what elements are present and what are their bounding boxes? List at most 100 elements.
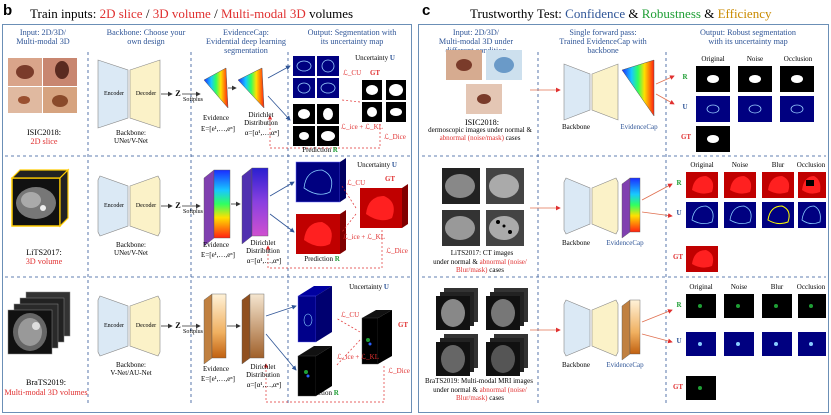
b-lcu-1: ℒ_CU [342, 69, 362, 77]
b-backbone-1: Backbone: UNet/V-Net [114, 129, 148, 145]
c-r2-u: U [676, 209, 682, 217]
b-evidence-eq-3: E=[e¹,…,eⁿ] [201, 375, 235, 383]
b-row3-gt [361, 310, 392, 365]
panel-b-title: Train inputs: 2D slice / 3D volume / Mul… [30, 6, 353, 22]
c-r2-r: R [676, 179, 682, 187]
b-header-input: Input: 2D/3D/ Multi-modal 3D [16, 28, 70, 47]
panel-c-title-prefix: Trustworthy Test: [470, 6, 566, 21]
c-r3-cond-0: Original [689, 283, 713, 291]
c-lits-images [442, 168, 524, 246]
b-encoder-1: Encoder [104, 91, 124, 97]
b-enc-dec-row3 [97, 295, 161, 357]
b-evidence-1: Evidence [202, 114, 230, 122]
b-uncertainty-1-label: Uncertainty [355, 54, 389, 62]
b-z-1: Z [175, 89, 181, 98]
c-r1-cond-0: Original [701, 55, 725, 63]
c-r2-cond-0: Original [690, 161, 714, 169]
c-row3-dataset: BraTS2019: Multi-modal MRI images [425, 377, 533, 385]
c-r3-u: U [676, 337, 682, 345]
c-backbone-row1 [563, 59, 655, 121]
c-brats-images [436, 288, 528, 376]
b-row2-dtype: 3D volume [25, 257, 63, 266]
b-header-backbone: Backbone: Choose your own design [106, 28, 186, 47]
b-backbone-3: Backbone: V-Net/AU-Net [110, 361, 152, 377]
c-r3-cond-2: Blur [770, 283, 784, 291]
b-header-evidencecap: EvidenceCap: Evidential deep learning se… [205, 28, 287, 56]
b-prediction-2: Prediction R [296, 255, 348, 264]
c-row3-desc1: under normal & [433, 386, 480, 394]
b-decoder-1: Decoder [135, 91, 157, 97]
b-decoder-2: Decoder [135, 203, 157, 209]
b-encoder-3: Encoder [104, 323, 124, 329]
b-dirichlet-2: Dirichlet Distribution [246, 239, 280, 255]
c-r2-cond-1: Noise [731, 161, 749, 169]
panel-b-title-sep2: / [210, 6, 221, 21]
c-row3-desc2: cases [487, 393, 505, 402]
b-row2-prediction [296, 210, 346, 254]
panel-c-title-conf: Confidence [565, 6, 626, 21]
c-row1-dataset: ISIC2018: [464, 118, 500, 127]
b-dirichlet-eq-2: α=[α¹,…,αⁿ] [246, 257, 282, 265]
b-encoder-2: Encoder [104, 203, 124, 209]
b-row1-prediction [293, 104, 339, 146]
b-gt-2: GT [384, 175, 396, 183]
b-gt-3: GT [397, 321, 409, 329]
b-backbone-2: Backbone: UNet/V-Net [114, 241, 148, 257]
panel-c-title-rob: Robustness [641, 6, 701, 21]
panel-b-title-prefix: Train inputs: [30, 6, 100, 21]
c-row2-desc-abn: abnormal (noise/ Blur/mask) [455, 258, 527, 274]
b-dirichlet-1: Dirichlet Distribution [244, 111, 278, 127]
b-dirichlet-3: Dirichlet Distribution [246, 363, 280, 379]
b-enc-dec-row1 [97, 59, 161, 129]
b-gt-1: GT [369, 69, 381, 77]
b-prediction-1-label: Prediction [302, 146, 331, 154]
b-uncertainty-3-label: Uncertainty [349, 283, 383, 291]
panel-b-letter: b [3, 2, 13, 19]
b-evidence-eq-2: E=[e¹,…,eⁿ] [201, 251, 235, 259]
c-r3-gt: GT [672, 383, 684, 391]
b-dirichlet-eq-3: α=[α¹,…,αⁿ] [246, 381, 282, 389]
b-row3-uncertainty [297, 286, 332, 343]
b-uncertainty-1: Uncertainty U [340, 54, 410, 63]
panel-c-frame [418, 24, 829, 413]
b-enc-dec-row2 [97, 175, 161, 237]
panel-c-title: Trustworthy Test: Confidence & Robustnes… [470, 6, 771, 22]
b-row1-uncertainty [293, 56, 339, 98]
c-backbone-row2 [563, 177, 641, 239]
b-u-1: U [389, 54, 395, 62]
b-dirichlet-eq-1: α=[α¹,…,αⁿ] [244, 129, 280, 137]
b-r-2: R [334, 255, 340, 263]
b-lcu-3: ℒ_CU [340, 311, 360, 319]
b-lits-images [10, 168, 70, 228]
c-r1-u: U [682, 103, 688, 111]
c-row2-desc: under normal & abnormal (noise/ Blur/mas… [424, 258, 536, 275]
b-softplus-3: Softplus [182, 329, 203, 335]
c-evidencecap-label-3: EvidenceCap [606, 361, 644, 369]
c-row3-desc: under normal & abnormal (noise/ Blur/mas… [424, 386, 536, 403]
c-row3-gt [686, 376, 716, 400]
b-prediction-2-label: Prediction [304, 255, 333, 263]
panel-c-letter: c [422, 2, 431, 19]
panel-c-title-amp2: & [700, 6, 718, 21]
b-lice-kl-3: ℒ_ice + ℒ_KL [336, 353, 380, 361]
c-r2-cond-3: Occlusion [796, 161, 826, 169]
c-row1-u [696, 96, 814, 122]
c-backbone-label-2: Backbone [562, 239, 590, 247]
b-prediction-3: Prediction R [294, 389, 348, 398]
b-row1-dtype: 2D slice [30, 137, 58, 146]
panel-c-title-amp1: & [625, 6, 642, 21]
c-row2-dataset: LiTS2017: CT images [450, 249, 514, 257]
b-r-1: R [332, 146, 338, 154]
b-row3-dtype: Multi-modal 3D volumes [4, 388, 88, 397]
c-header-output: Output: Robust segmentation with its unc… [700, 28, 796, 47]
c-row3-desc-abn: abnormal (noise/ Blur/mask) [455, 386, 527, 402]
b-row3-dataset: BraTS2019: [25, 378, 67, 387]
b-decoder-3: Decoder [135, 323, 157, 329]
c-backbone-label-1: Backbone [562, 123, 590, 131]
b-lcu-2: ℒ_CU [346, 179, 366, 187]
b-u-3: U [383, 283, 389, 291]
b-prediction-3-label: Prediction [303, 389, 332, 397]
b-ldice-1: ℒ_Dice [384, 133, 406, 141]
